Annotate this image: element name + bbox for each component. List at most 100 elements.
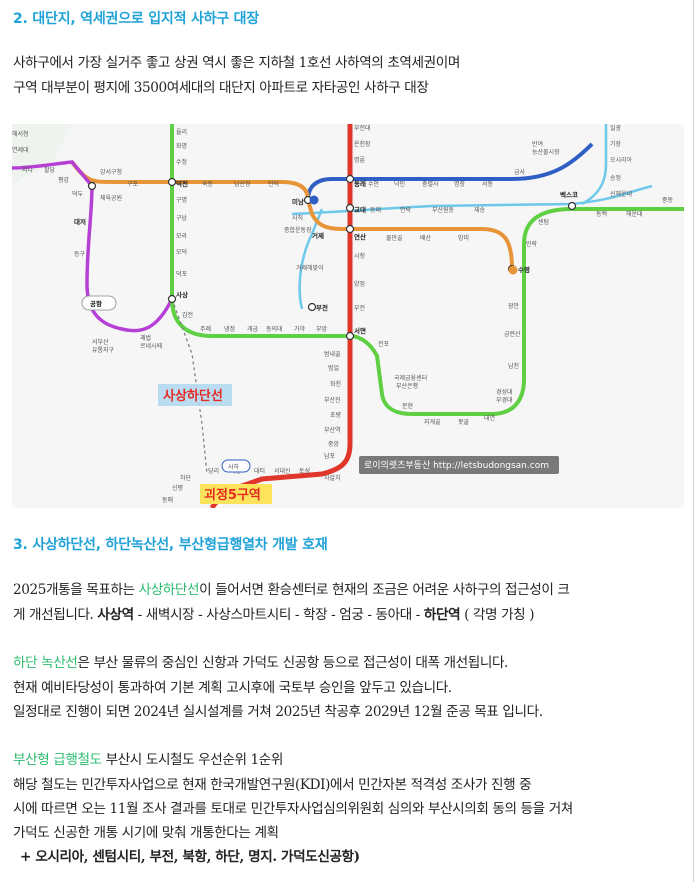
svg-text:덕두: 덕두: [72, 191, 84, 198]
svg-text:덕포: 덕포: [176, 271, 188, 278]
station-bexco: 벡스코: [560, 190, 578, 199]
svg-text:남포: 남포: [324, 452, 336, 460]
svg-text:부경대: 부경대: [496, 396, 513, 404]
station-gyodae: 교대: [354, 205, 366, 214]
svg-text:범내골: 범내골: [324, 350, 341, 358]
station-geoje: 거제: [312, 231, 324, 240]
svg-text:기장: 기장: [610, 140, 622, 148]
airport-label: 공항: [90, 299, 102, 308]
svg-text:해운대: 해운대: [626, 210, 643, 218]
svg-text:물만골: 물만골: [386, 234, 403, 242]
svg-text:대티: 대티: [254, 467, 265, 475]
svg-text:동래: 동래: [370, 206, 381, 214]
svg-text:부전대: 부전대: [354, 124, 371, 132]
svg-text:종합운동장: 종합운동장: [284, 226, 312, 234]
svg-text:센텀: 센텀: [538, 218, 549, 226]
p1-post: 이 들어서면 환승센터로 현재의 조금은 어려운 사하구의 접근성이 크: [199, 582, 570, 598]
section3-p3-line-5: + 오시리아, 센텀시티, 부전, 북항, 하단, 명지. 가덕도신공항): [20, 849, 360, 865]
svg-text:초량: 초량: [330, 412, 342, 419]
p2-post: 은 부산 물류의 중심인 신항과 가덕도 신공항 등으로 접근성이 대폭 개선됩…: [77, 655, 508, 671]
map-watermark: 로이의렛츠부동산 http://letsbudongsan.com: [364, 460, 549, 471]
section2-line-1: 사하구에서 가장 실거주 좋고 상권 역시 좋은 지하철 1호선 사하역의 초역…: [13, 55, 460, 71]
station-dongnae: 동래: [354, 179, 366, 188]
svg-text:광안: 광안: [508, 302, 520, 310]
svg-text:재송: 재송: [474, 206, 486, 214]
p1-line2-pre: 게 개선됩니다.: [13, 607, 98, 623]
section3-p3-line-3: 시에 따르면 오는 11월 조사 결과를 토대로 민간투자사업심의위원회 심의와…: [13, 801, 573, 817]
svg-text:동백: 동백: [596, 210, 607, 218]
svg-text:지나: 지나: [22, 166, 34, 174]
line3-route: [70, 160, 514, 270]
svg-text:시청: 시청: [354, 253, 365, 260]
station-seomyeon: 서면: [354, 326, 366, 335]
svg-text:수안: 수안: [368, 180, 380, 188]
section2-line-2: 구역 대부분이 평지에 3500여세대의 대단지 아파트로 자타공인 사하구 대…: [13, 80, 429, 96]
callout-sasang-hadan: 사상하단선: [163, 388, 223, 404]
svg-text:르네시떼: 르네시떼: [140, 342, 162, 350]
svg-text:망미: 망미: [458, 234, 469, 242]
svg-text:주례: 주례: [200, 325, 211, 333]
svg-text:안락: 안락: [400, 206, 412, 214]
svg-text:동의대: 동의대: [266, 325, 283, 333]
svg-text:등구: 등구: [74, 251, 86, 258]
svg-text:화명: 화명: [176, 142, 187, 150]
svg-text:부산역: 부산역: [324, 426, 341, 434]
section3-p3-line-2: 해당 철도는 민간투자사업으로 현재 한국개발연구원(KDI)에서 민간자본 적…: [13, 777, 532, 793]
station-sasang: 사상: [176, 290, 188, 299]
svg-text:전포: 전포: [378, 340, 390, 348]
svg-text:체육공원: 체육공원: [100, 194, 122, 202]
p3-post: 부산시 도시철도 우선순위 1순위: [101, 752, 284, 768]
svg-text:구명: 구명: [176, 196, 187, 204]
svg-text:금사: 금사: [514, 168, 526, 176]
svg-text:부전: 부전: [354, 304, 365, 312]
svg-text:경성대: 경성대: [496, 388, 513, 396]
station-yeonsan: 연산: [354, 232, 366, 241]
svg-text:율리: 율리: [176, 128, 187, 136]
station-suyeong: 수영: [518, 265, 530, 274]
svg-text:중동: 중동: [662, 197, 674, 204]
station-deokcheon: 덕천: [176, 179, 188, 188]
p1-pre: 2025개통을 목표하는: [13, 582, 139, 598]
svg-text:부산원동: 부산원동: [432, 206, 455, 214]
svg-text:낙민: 낙민: [394, 180, 405, 188]
svg-text:자갈치: 자갈치: [324, 474, 341, 482]
svg-text:중앙: 중앙: [328, 440, 340, 448]
svg-text:모덕: 모덕: [176, 249, 187, 256]
svg-text:해서청: 해서청: [12, 130, 29, 138]
svg-text:연제대: 연제대: [12, 146, 29, 154]
svg-text:서대신: 서대신: [274, 467, 291, 475]
svg-text:남천: 남천: [508, 362, 519, 370]
svg-text:농산물시장: 농산물시장: [532, 148, 560, 156]
svg-text:명륜: 명륜: [354, 156, 366, 164]
svg-text:감전: 감전: [182, 311, 193, 319]
section3-p1-line-1: 2025개통을 목표하는 사상하단선이 들어서면 환승센터로 현재의 조금은 어…: [13, 578, 570, 603]
svg-text:명장: 명장: [454, 180, 466, 188]
svg-text:가야: 가야: [294, 325, 306, 333]
svg-text:지게골: 지게골: [424, 418, 441, 426]
svg-text:양정: 양정: [354, 280, 365, 288]
line4-route: [306, 142, 594, 201]
svg-text:냉정: 냉정: [224, 325, 235, 333]
p3-highlight: 부산형 급행철도: [13, 752, 102, 768]
svg-text:국제금융센터: 국제금융센터: [394, 374, 427, 382]
busan-gimhae-route: [12, 160, 174, 333]
svg-text:구포: 구포: [127, 181, 139, 188]
station-daejeo: 대저: [74, 217, 86, 226]
svg-text:문현: 문현: [402, 402, 413, 410]
section3-p2-line-2: 현재 예비타당성이 통과하여 기본 계획 고시후에 국토부 승인을 앞두고 있습…: [13, 680, 452, 696]
section3-p3-line-1: 부산형 급행철도 부산시 도시철도 우선순위 1순위: [13, 748, 283, 773]
svg-text:대연: 대연: [484, 414, 495, 422]
saha-badge: 사하: [228, 463, 240, 471]
section3-p3-line-4: 가덕도 신공한 개통 시기에 맞춰 개통한다는 계획: [13, 825, 279, 841]
svg-text:배산: 배산: [420, 234, 432, 242]
p2-highlight: 하단 녹산선: [13, 655, 78, 671]
svg-text:동매: 동매: [162, 496, 173, 504]
station-minam: 미남: [292, 197, 304, 206]
svg-text:서부산: 서부산: [92, 338, 109, 346]
section3-p2-line-1: 하단 녹산선은 부산 물류의 중심인 신항과 가덕도 신공항 등으로 접근성이 …: [13, 651, 508, 676]
svg-text:거제해맞이: 거제해맞이: [296, 264, 324, 272]
svg-text:숙등: 숙등: [202, 180, 214, 188]
svg-text:송정: 송정: [610, 174, 621, 182]
